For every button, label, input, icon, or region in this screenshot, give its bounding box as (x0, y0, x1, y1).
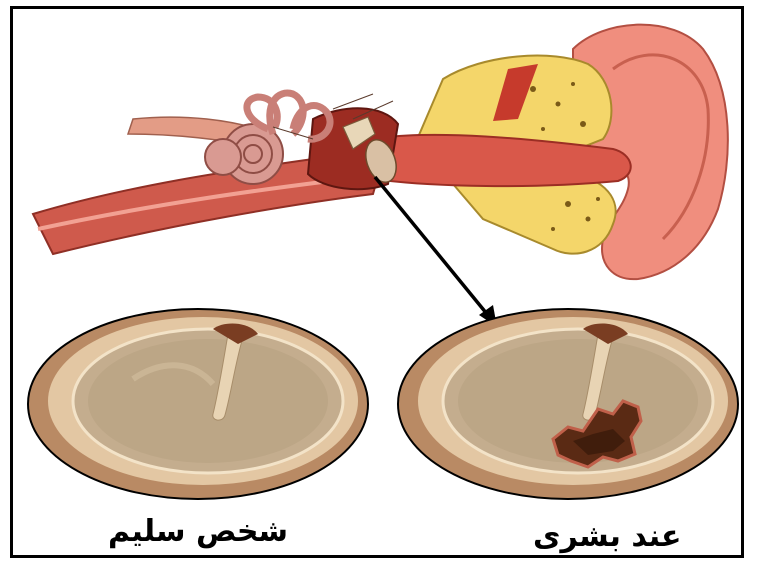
healthy-eardrum (28, 309, 368, 499)
ear-anatomy-illustration (13, 9, 741, 555)
affected-person-label: عند بشرى (533, 519, 681, 554)
diagram-frame: شخص سليم عند بشرى (10, 6, 744, 558)
perforated-eardrum (398, 309, 738, 499)
healthy-person-label: شخص سليم (108, 514, 288, 549)
ear-cross-section (33, 25, 728, 280)
